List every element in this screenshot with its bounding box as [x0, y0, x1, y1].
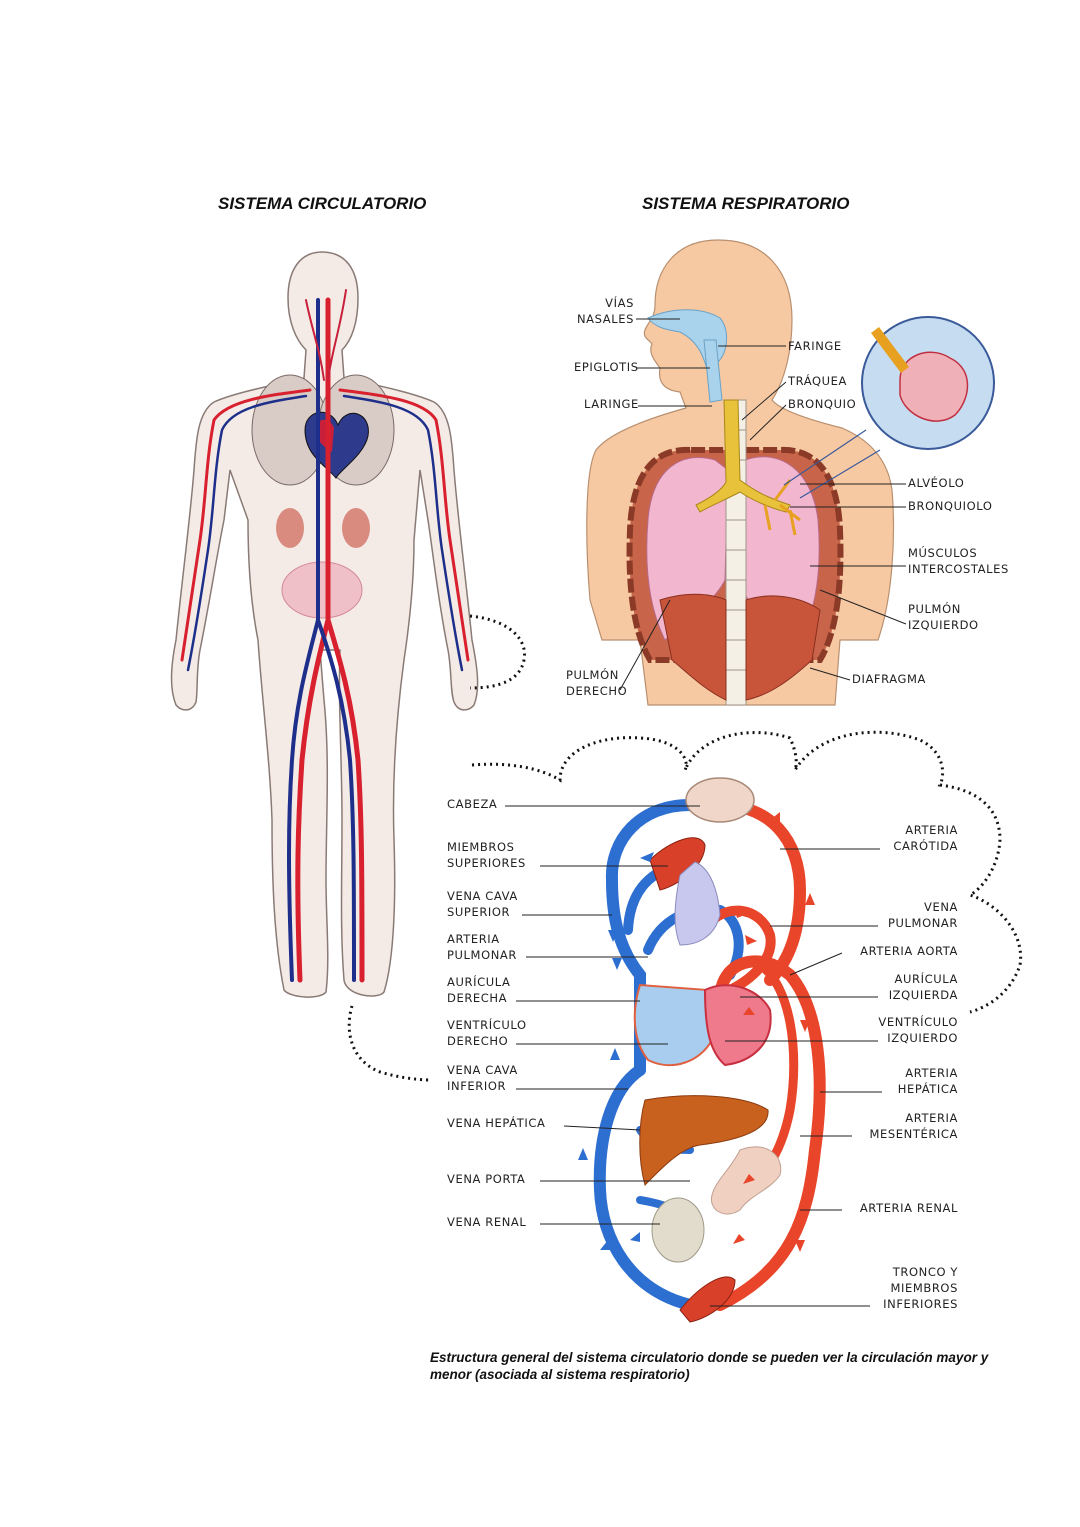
label-cabeza: CABEZA [447, 797, 498, 811]
heart-left-side [703, 984, 772, 1067]
label-vena-porta: VENA PORTA [447, 1172, 526, 1186]
lung-schematic [674, 861, 721, 946]
liver [639, 1095, 769, 1186]
title-circulatory: SISTEMA CIRCULATORIO [218, 194, 427, 213]
circulation-schematic [578, 777, 826, 1323]
pharynx [703, 339, 723, 403]
kidney [651, 1197, 705, 1263]
label-faringe: FARINGE [788, 339, 842, 353]
alveolus-cluster [899, 351, 969, 422]
label-pulmon-izquierdo: PULMÓN IZQUIERDO [908, 602, 979, 632]
label-auricula-izquierda: AURÍCULA IZQUIERDA [888, 972, 958, 1002]
body-kidney-left [276, 508, 304, 548]
body-arm-veins [186, 394, 464, 672]
label-vena-cava-inferior: VENA CAVA INFERIOR [447, 1063, 518, 1093]
label-arteria-hepatica: ARTERIA HEPÁTICA [897, 1066, 958, 1096]
label-ventriculo-derecho: VENTRÍCULO DERECHO [447, 1018, 527, 1048]
label-pulmon-derecho: PULMÓN DERECHO [566, 668, 628, 698]
brain [685, 777, 755, 823]
label-musculos-intercostales: MÚSCULOS INTERCOSTALES [908, 546, 1009, 576]
label-ventriculo-izquierdo: VENTRÍCULO IZQUIERDO [878, 1015, 958, 1045]
label-arteria-pulmonar: ARTERIA PULMONAR [447, 932, 517, 962]
label-arteria-carotida: ARTERIA CARÓTIDA [893, 823, 958, 853]
leg-muscle [679, 1276, 736, 1323]
artery-loop-upper [714, 799, 807, 986]
body-aorta [295, 297, 365, 983]
bronchioles [763, 479, 801, 536]
label-auricula-derecha: AURÍCULA DERECHA [447, 975, 511, 1005]
respiratory-leader-lines [619, 318, 907, 691]
label-traquea: TRÁQUEA [788, 374, 848, 388]
label-arteria-renal: ARTERIA RENAL [859, 1201, 958, 1215]
label-vena-renal: VENA RENAL [447, 1215, 527, 1229]
label-vena-pulmonar: VENA PULMONAR [888, 900, 958, 930]
label-vena-cava-superior: VENA CAVA SUPERIOR [447, 889, 518, 919]
label-miembros-superiores: MIEMBROS SUPERIORES [447, 840, 526, 870]
body-arm-arteries [180, 388, 470, 662]
respiratory-figure [586, 239, 995, 706]
body-neck-arteries [305, 289, 347, 381]
body-intestines [281, 561, 363, 619]
body-kidney-right [342, 508, 370, 548]
figure-caption: Estructura general del sistema circulato… [430, 1350, 989, 1382]
flow-arrows-blue [578, 836, 654, 1250]
label-arteria-aorta: ARTERIA AORTA [860, 944, 958, 958]
label-bronquio: BRONQUIO [788, 397, 857, 411]
label-tronco-miembros-inferiores: TRONCO Y MIEMBROS INFERIORES [883, 1265, 958, 1311]
heart-right-side [633, 983, 714, 1067]
title-respiratory: SISTEMA RESPIRATORIO [642, 194, 850, 213]
trachea [695, 399, 791, 513]
vein-loop-lower [593, 1064, 696, 1311]
label-epiglotis: EPIGLOTIS [574, 360, 639, 374]
label-vena-hepatica: VENA HEPÁTICA [447, 1116, 546, 1130]
human-body-figure [170, 251, 479, 998]
label-arteria-mesenterica: ARTERIA MESENTÉRICA [869, 1111, 958, 1141]
label-vias-nasales: VÍAS NASALES [576, 296, 634, 326]
label-alveolo: ALVÉOLO [908, 476, 965, 490]
label-laringe: LARINGE [584, 397, 639, 411]
label-diafragma: DIAFRAGMA [852, 672, 927, 686]
label-bronquiolo: BRONQUIOLO [908, 499, 993, 513]
dotted-connectors [347, 614, 1023, 1082]
circulation-leader-lines [505, 805, 882, 1307]
arm-muscle [649, 837, 706, 891]
diaphragm [659, 593, 727, 701]
flow-arrows-red [733, 812, 825, 1252]
